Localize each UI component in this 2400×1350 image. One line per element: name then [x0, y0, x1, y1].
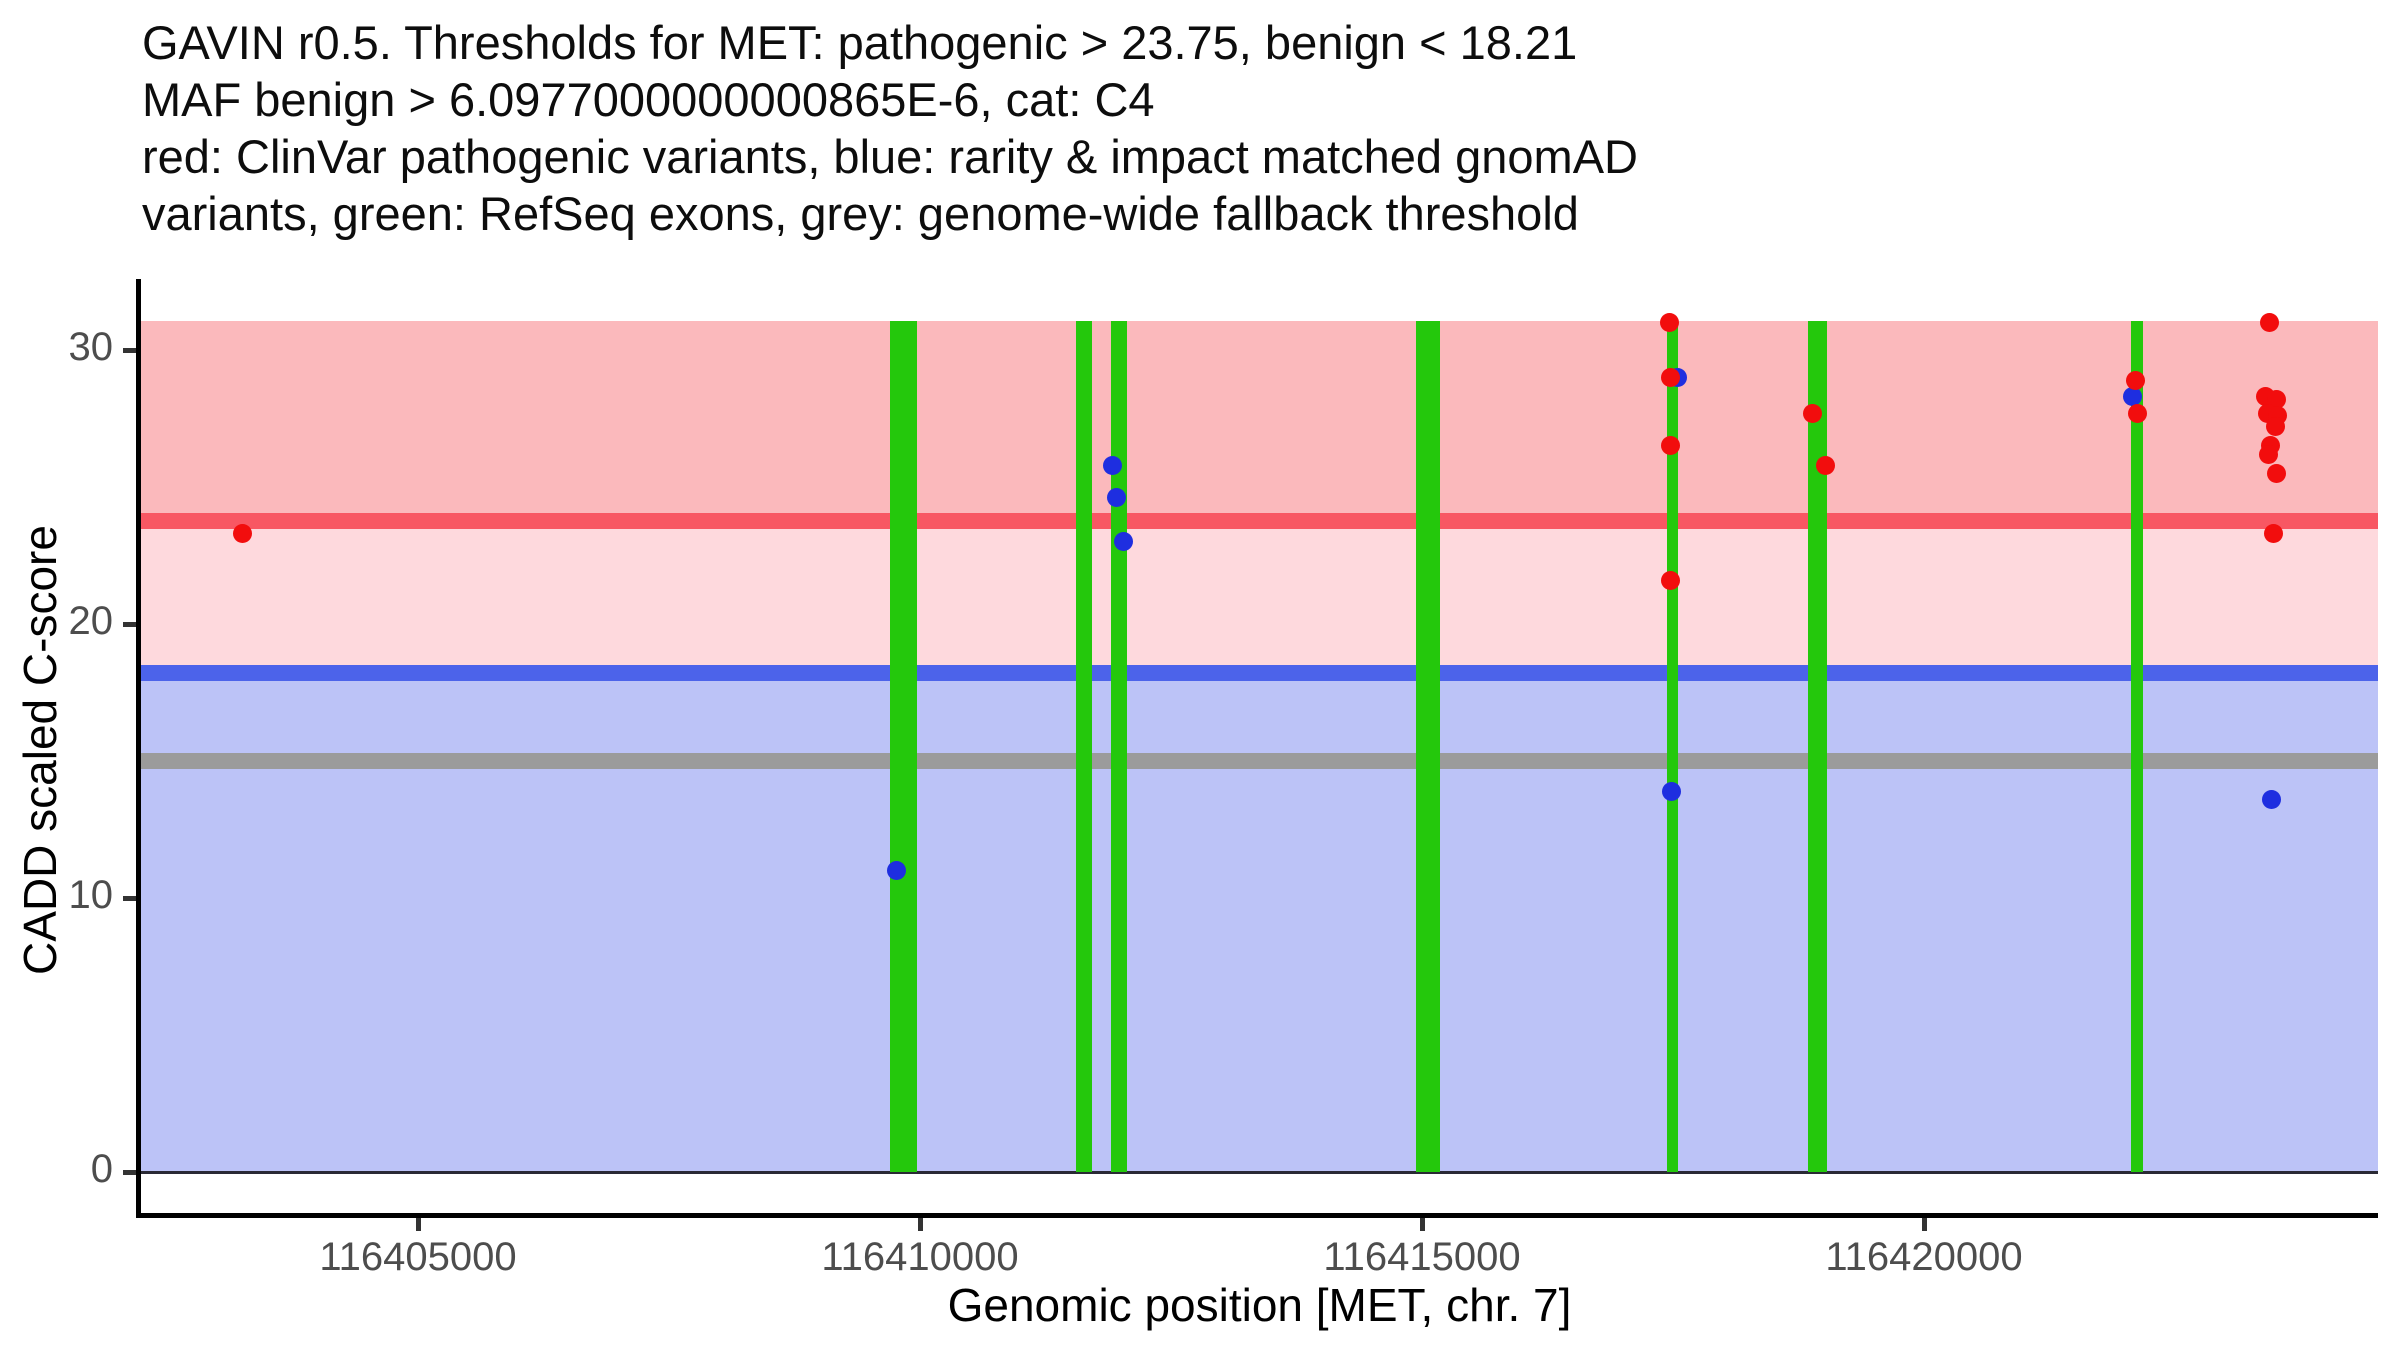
refseq-exon-bar: [1666, 321, 1678, 1172]
clinvar-variant-point: [1660, 313, 1680, 333]
x-tick-label: 116415000: [1323, 1235, 1521, 1279]
x-axis-tick: [1420, 1218, 1425, 1231]
clinvar-variant-point: [2263, 524, 2283, 544]
clinvar-variant-point: [2265, 417, 2285, 437]
band-pathogenic-zone: [141, 321, 2378, 522]
clinvar-variant-point: [1661, 367, 1681, 387]
clinvar-variant-point: [2128, 403, 2148, 423]
refseq-exon-bar: [1415, 321, 1441, 1172]
y-axis-tick: [123, 896, 136, 901]
gnomad-variant-point: [1662, 781, 1682, 801]
title-line-1: GAVIN r0.5. Thresholds for MET: pathogen…: [142, 16, 1578, 69]
clinvar-variant-point: [1816, 455, 1836, 475]
y-axis-title: CADD scaled C-score: [14, 525, 66, 975]
gnomad-variant-point: [2123, 387, 2143, 407]
refseq-exon-bar: [889, 321, 917, 1172]
clinvar-variant-point: [2259, 313, 2279, 333]
clinvar-variant-point: [1661, 436, 1681, 456]
gnomad-variant-point: [1103, 455, 1123, 475]
title-line-2: MAF benign > 6.0977000000000865E-6, cat:…: [142, 73, 1155, 126]
gnomad-variant-point: [1114, 532, 1134, 552]
zero-baseline: [141, 1170, 2378, 1174]
x-axis-line: [136, 1213, 2378, 1218]
y-tick-label: 30: [68, 325, 114, 369]
clinvar-variant-point: [1803, 403, 1823, 423]
refseq-exon-bar: [1076, 321, 1093, 1172]
clinvar-variant-point: [232, 524, 252, 544]
title-line-3: red: ClinVar pathogenic variants, blue: …: [142, 130, 1638, 183]
clinvar-variant-point: [2266, 463, 2286, 483]
y-tick-label: 10: [68, 873, 114, 917]
clinvar-variant-point: [2126, 370, 2146, 390]
benign-threshold-line: [141, 665, 2378, 682]
x-tick-label: 116405000: [319, 1235, 517, 1279]
x-axis-title: Genomic position [MET, chr. 7]: [947, 1279, 1572, 1331]
fallback-threshold-line: [141, 753, 2378, 769]
clinvar-variant-point: [1661, 570, 1681, 590]
x-axis-tick: [918, 1218, 923, 1231]
x-tick-label: 116410000: [821, 1235, 1019, 1279]
pathogenic-threshold-line: [141, 513, 2378, 530]
band-benign-zone: [141, 673, 2378, 1172]
y-axis-tick: [123, 348, 136, 353]
title-line-4: variants, green: RefSeq exons, grey: gen…: [142, 187, 1579, 240]
refseq-exon-bar: [2130, 321, 2143, 1172]
band-intermediate-zone: [141, 521, 2378, 674]
y-tick-label: 20: [68, 599, 114, 643]
plot-title: GAVIN r0.5. Thresholds for MET: pathogen…: [142, 14, 1638, 242]
y-axis-line: [136, 279, 141, 1218]
refseq-exon-bar: [1110, 321, 1127, 1172]
gnomad-variant-point: [2261, 789, 2281, 809]
y-axis-tick: [123, 622, 136, 627]
x-tick-label: 116420000: [1825, 1235, 2023, 1279]
gnomad-variant-point: [1107, 488, 1127, 508]
x-axis-tick: [1922, 1218, 1927, 1231]
y-tick-label: 0: [90, 1147, 113, 1191]
x-axis-tick: [416, 1218, 421, 1231]
refseq-exon-bar: [1808, 321, 1828, 1172]
clinvar-variant-point: [2258, 444, 2278, 464]
y-axis-tick: [123, 1170, 136, 1175]
gnomad-variant-point: [887, 861, 907, 881]
